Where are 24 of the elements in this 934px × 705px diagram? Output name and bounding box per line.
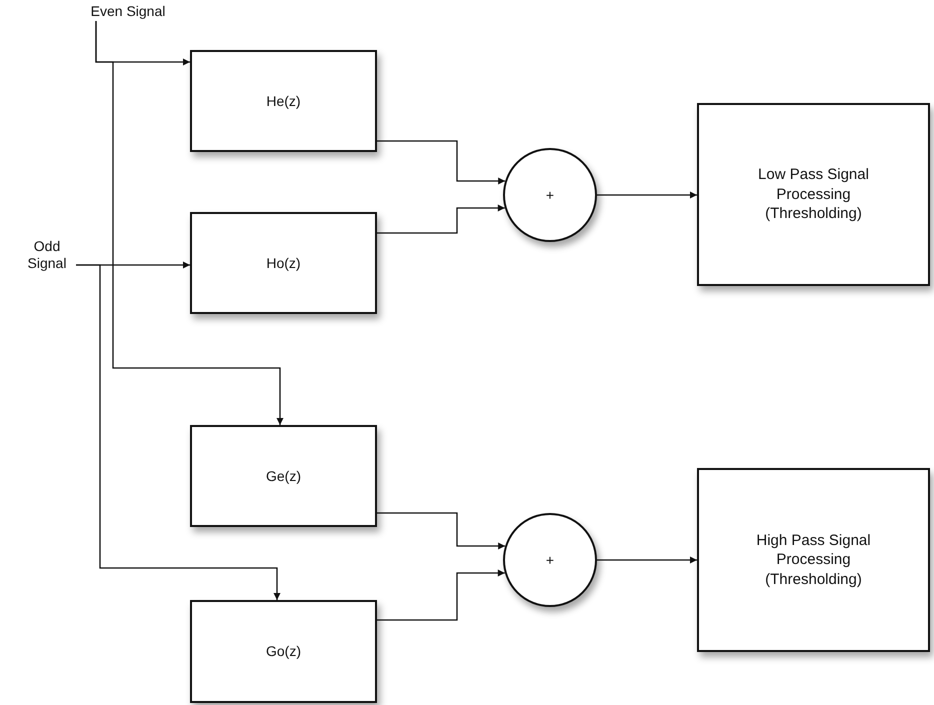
node-label: + [546, 186, 554, 204]
arrow [597, 192, 697, 198]
node-label: He(z) [266, 92, 301, 110]
arrow [377, 204, 505, 234]
arrow [95, 21, 284, 425]
processing-box [697, 103, 930, 286]
arrow [377, 570, 505, 621]
signal-label: Even Signal [82, 3, 174, 21]
arrow [597, 556, 697, 564]
node-label: Low Pass Signal Processing (Thresholding) [757, 165, 870, 224]
arrow [377, 512, 506, 550]
arrow [377, 140, 506, 184]
node-label: Ge(z) [266, 466, 301, 486]
node-label: Ho(z) [266, 254, 301, 272]
filter-box [190, 212, 377, 314]
filter-box [190, 50, 377, 152]
arrow [76, 264, 280, 600]
node-label: Go(z) [266, 642, 301, 661]
signal-label: Odd Signal [18, 238, 76, 274]
filter-box [190, 600, 377, 703]
node-label: High Pass Signal Processing (Thresholding) [755, 530, 872, 590]
node-label: + [546, 550, 554, 570]
filter-box [190, 425, 377, 527]
processing-box [697, 468, 930, 652]
